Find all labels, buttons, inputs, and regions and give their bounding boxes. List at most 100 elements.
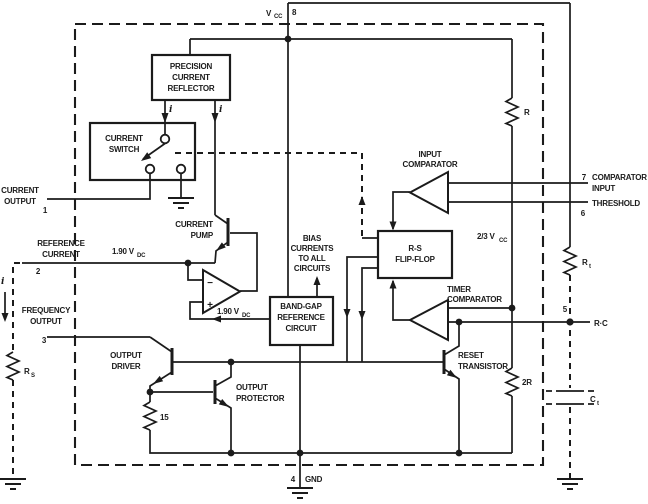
current-switch-label-1: CURRENT (105, 134, 143, 143)
input-comparator-label-1: INPUT (418, 150, 441, 159)
ct-plates (556, 390, 584, 405)
pin3-number: 3 (42, 336, 47, 345)
pin4-ground-symbol (287, 487, 313, 499)
junction-dots (146, 35, 574, 457)
resistor-rt (561, 246, 579, 276)
external-rs-wire (12, 262, 20, 478)
current-pump-label-1: CURRENT (175, 220, 213, 229)
two-thirds-vcc-sub: CC (499, 238, 508, 244)
current-i-right-arrow (211, 113, 219, 123)
capacitor-ct-sub: t (597, 401, 599, 407)
resistor-2r-label: 2R (522, 378, 532, 387)
band-gap-label-1: BAND-GAP (280, 302, 322, 311)
band-gap-reference-box (268, 295, 335, 347)
band-gap-label-2: REFERENCE (277, 313, 325, 322)
pin8-number: 8 (292, 8, 297, 17)
pin5-label: R·C (594, 319, 608, 328)
capacitor-ct (546, 390, 594, 405)
timer-comparator-symbol (407, 298, 449, 342)
rs-sub-label: S (31, 373, 35, 379)
pin2-label-1: REFERENCE (37, 239, 85, 248)
reset-emitter-arrow (446, 369, 457, 378)
pin7-label-1: COMPARATOR (592, 173, 647, 182)
reset-transistor-label-1: RESET (458, 351, 484, 360)
vref-top-sub: DC (137, 253, 146, 259)
junction-dot (146, 388, 154, 396)
opamp-plus-label: + (207, 300, 213, 311)
vref-bottom-label: 1.90 V (217, 307, 240, 316)
pin4-label: GND (305, 475, 323, 484)
reset-transistor-label-2: TRANSISTOR (458, 362, 508, 371)
flip-flop-label-2: FLIP-FLOP (395, 255, 435, 264)
pin1-number: 1 (43, 206, 48, 215)
switch-right-contact (175, 163, 187, 175)
junction-dot (566, 318, 574, 326)
switch-left-contact (144, 163, 156, 175)
external-current-i-label: i (1, 277, 5, 287)
driver-emitter-arrow (153, 375, 164, 384)
output-driver-label-1: OUTPUT (110, 351, 142, 360)
junction-dot (455, 449, 463, 457)
current-i-left-label: i (169, 105, 173, 115)
pin4-number: 4 (291, 475, 296, 484)
resistor-15-label: 15 (160, 413, 169, 422)
timer-comp-to-ff-arrow (389, 279, 397, 289)
reflector-label-2: CURRENT (172, 73, 210, 82)
input-comparator-label-2: COMPARATOR (403, 160, 458, 169)
vcc-label: V (266, 9, 272, 18)
current-i-left-arrow (161, 113, 169, 123)
ic-boundary (73, 22, 545, 467)
ff-output-arrow-2 (358, 311, 366, 320)
input-comparator-symbol (407, 170, 449, 215)
pump-emitter-arrow (216, 242, 226, 251)
protector-emitter-arrow (218, 399, 229, 407)
switch-ground-symbol (168, 197, 194, 209)
pin6-label: THRESHOLD (592, 199, 640, 208)
pin7-number: 7 (582, 173, 587, 182)
flip-flop-label-1: R-S (408, 244, 422, 253)
switch-common-contact (159, 133, 171, 145)
junction-dot (296, 449, 304, 457)
resistor-rt-label: R (582, 258, 588, 267)
timer-comparator-label-1: TIMER (447, 285, 471, 294)
resistor-rs (4, 351, 22, 381)
capacitor-ct-label: C (590, 395, 596, 404)
pin1-label-2: OUTPUT (4, 197, 36, 206)
current-i-right-label: i (219, 105, 223, 115)
bias-label-3: TO ALL (298, 254, 326, 263)
reflector-label-3: REFLECTOR (168, 84, 215, 93)
ff-to-switch-control-arrow (358, 196, 366, 205)
precision-current-reflector-box (150, 53, 232, 102)
junction-dot (455, 318, 463, 326)
vcc-sub-label: CC (274, 14, 283, 20)
bias-currents-arrow (313, 276, 321, 285)
resistor-2r (503, 367, 521, 397)
junction-dot (284, 35, 292, 43)
junction-dot (227, 358, 235, 366)
pin2-label-2: CURRENT (42, 250, 80, 259)
pin7-label-2: INPUT (592, 184, 615, 193)
junction-dot (227, 449, 235, 457)
pin1-label-1: CURRENT (1, 186, 39, 195)
bias-label-1: BIAS (303, 234, 322, 243)
resistor-15 (141, 401, 159, 431)
output-protector-label-1: OUTPUT (236, 383, 268, 392)
current-switch-label-2: SWITCH (109, 145, 140, 154)
opamp-minus-label: − (207, 278, 213, 289)
resistor-rt-sub: t (589, 264, 591, 270)
pin6-number: 6 (581, 209, 586, 218)
pin3-label-1: FREQUENCY (22, 306, 71, 315)
current-pump-label-2: PUMP (191, 231, 214, 240)
reflector-label-1: PRECISION (170, 62, 213, 71)
vref-top-label: 1.90 V (112, 247, 135, 256)
output-driver-label-2: DRIVER (111, 362, 140, 371)
band-gap-label-3: CIRCUIT (285, 324, 316, 333)
rs-label: R (24, 367, 30, 376)
two-thirds-vcc-label: 2/3 V (477, 232, 496, 241)
rs-ground-symbol (0, 478, 26, 490)
pin5-number: 5 (563, 305, 568, 314)
external-current-arrow (1, 292, 9, 322)
switch-control-dashed-wire (174, 152, 363, 236)
ct-plate-dashes (546, 390, 594, 405)
